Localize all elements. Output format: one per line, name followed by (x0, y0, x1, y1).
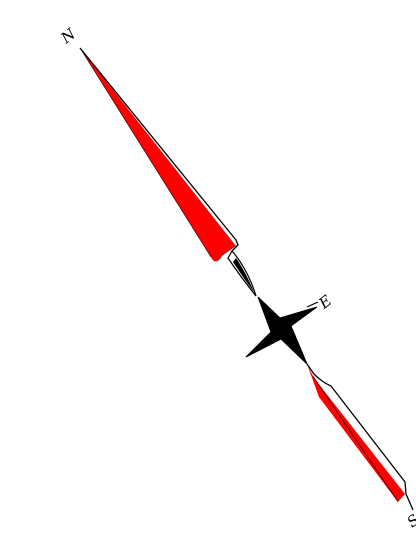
north-label: N (57, 24, 80, 47)
south-needle-red-half (307, 364, 405, 502)
north-needle-neck-fill (233, 258, 254, 292)
south-label: S (404, 511, 416, 532)
north-needle-spine (80, 48, 211, 257)
compass-star (246, 297, 317, 364)
south-needle-spine (313, 376, 398, 502)
east-tick (307, 302, 318, 307)
north-needle-red-half (80, 48, 236, 261)
east-label: E (315, 292, 336, 314)
